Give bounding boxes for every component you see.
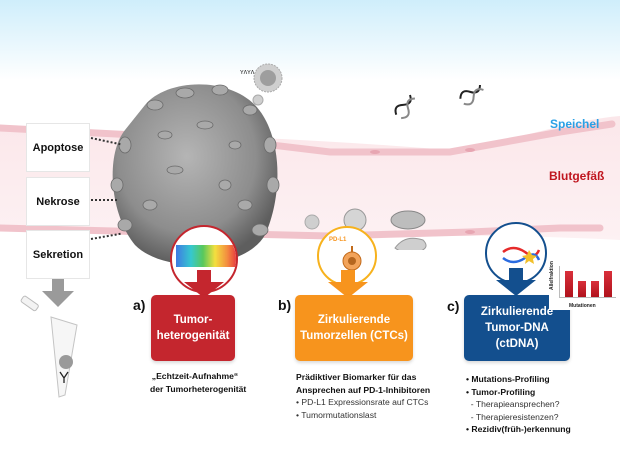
heterogeneity-spectrum-icon [176,245,236,267]
ctdna-circle [485,222,547,284]
allele-fraction-mini-chart: Allelfraktion Mutationen [549,260,619,310]
description-line: - Therapieansprechen? [466,399,560,409]
release-box-sekretion: Sekretion [26,230,90,279]
dna-mutation-icon [502,246,541,264]
release-label: Sekretion [32,248,84,261]
blue-down-arrow-icon [496,268,536,296]
saliva-label: Speichel [550,117,600,131]
description-line: • Tumormutationslast [296,409,377,420]
mini-chart-bar [578,280,586,297]
description-line: - Therapieresistenzen? [466,411,559,422]
gray-down-arrow-icon [42,279,74,307]
ctc-cell-icon [342,246,362,271]
mini-chart-xlabel: Mutationen [569,303,596,309]
saliva-background [0,0,620,80]
description-line: • Mutations-Profiling [466,374,550,384]
panel-title: Zirkulierende Tumor-DNA (ctDNA) [480,306,554,350]
description-line: • PD-L1 Expressionsrate auf CTCs [296,397,429,407]
release-label: Apoptose [32,141,84,154]
description-line: Ansprechen auf PD-1-Inhibitoren [296,384,431,395]
mini-chart-bar [565,271,573,297]
description-line: „Echtzeit-Aufnahme“ [151,371,239,381]
panel-letter-c: c) [447,298,460,314]
mini-chart-bar [604,271,612,297]
panel-box-tumor-heterogeneity: Tumor- heterogenität [151,295,235,361]
tumor-cell-image [110,84,280,265]
mini-chart-ylabel: Allelfraktion [549,261,555,290]
mini-chart-axes [559,266,616,298]
floating-molecules: ʏʌʏʌ [240,63,484,120]
apoptotic-cell [390,210,426,230]
svg-text:ʏʌʏʌ: ʏʌʏʌ [240,69,255,76]
description-line: Prädiktiver Biomarker für das [296,372,417,382]
release-label: Nekrose [36,195,80,208]
description-line: • Tumor-Profiling [466,386,536,397]
mini-chart-bar [591,281,599,297]
panel-letter-b: b) [278,297,292,313]
panel-letter-a: a) [133,297,146,313]
release-box-nekrose: Nekrose [26,177,90,226]
panel-a-description: „Echtzeit-Aufnahme“ der Tumorheterogenitä… [150,370,247,395]
panel-box-ctc: Zirkulierende Tumorzellen (CTCs) [295,295,413,361]
panel-title: Zirkulierende Tumorzellen (CTCs) [300,314,408,342]
panel-c-description: • Mutations-Profiling • Tumor-Profiling -… [466,373,571,436]
connector-nekrose [91,199,117,201]
release-box-apoptose: Apoptose [26,123,90,172]
orange-down-arrow-icon [328,270,368,298]
red-down-arrow-icon [184,270,224,298]
panel-title: Tumor- heterogenität [156,314,230,342]
pd-l1-label: PD-L1 [329,237,347,243]
description-line: • Rezidiv(früh-)erkennung [466,424,571,434]
blood-vessel-label: Blutgefäß [549,169,605,183]
description-line: der Tumorheterogenität [150,383,247,394]
heterogeneity-circle [170,225,238,293]
sample-tube-icon [20,295,78,398]
